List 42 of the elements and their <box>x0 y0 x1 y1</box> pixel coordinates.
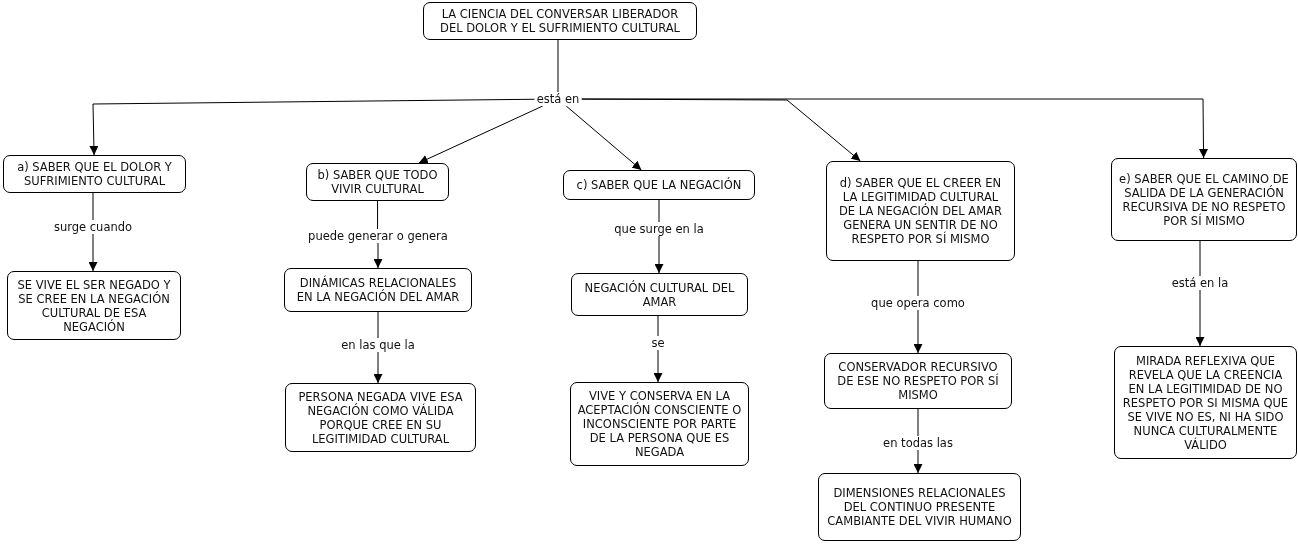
arrow <box>88 233 98 272</box>
linking-phrase: que surge en la <box>612 222 706 236</box>
linking-phrase: surge cuando <box>51 220 135 234</box>
arrow <box>653 349 663 383</box>
arrow <box>580 98 1208 159</box>
linking-phrase: en las que la <box>339 338 417 352</box>
concept-box: b) SABER QUE TODO VIVIR CULTURAL <box>306 163 449 201</box>
concept-box: a) SABER QUE EL DOLOR Y SUFRIMIENTO CULTURAL <box>3 155 186 193</box>
concept-box: LA CIENCIA DEL CONVERSAR LIBERADOR DEL DOLOR Y EL SUFRIMIENTO CULTURAL <box>423 2 697 40</box>
arrow <box>418 105 544 164</box>
arrow <box>1195 289 1205 347</box>
linking-phrase: está en la <box>1169 276 1231 290</box>
arrow <box>373 242 383 269</box>
arrow <box>913 309 923 354</box>
connector-line <box>557 39 559 93</box>
concept-box: e) SABER QUE EL CAMINO DE SALIDA DE LA GENERACIÓN RECURSIVA DE NO RESPETO POR SÍ MISMO <box>1111 158 1297 241</box>
concept-box: DINÁMICAS RELACIONALES EN LA NEGACIÓN DEL AMAR <box>284 268 472 312</box>
arrow <box>654 235 664 274</box>
concept-box: CONSERVADOR RECURSIVO DE ESE NO RESPETO POR SÍ MISMO <box>824 353 1012 409</box>
concept-box: PERSONA NEGADA VIVE ESA NEGACIÓN COMO VÁLIDA PORQUE CREE EN SU LEGITIMIDAD CULTURAL <box>285 383 476 452</box>
connector-line <box>658 199 660 223</box>
concept-box: MIRADA REFLEXIVA QUE REVELA QUE LA CREENCIA EN LA LEGITIMIDAD DE NO RESPETO POR SI MISMA QUE SE VIVE NO ES, NI HA SIDO NUNCA CULTURALMENTE VÁLIDO <box>1114 346 1297 459</box>
concept-box: c) SABER QUE LA NEGACIÓN <box>563 170 755 200</box>
arrow <box>913 449 923 474</box>
concept-box: SE VIVE EL SER NEGADO Y SE CREE EN LA NEGACIÓN CULTURAL DE ESA NEGACIÓN <box>7 271 181 340</box>
arrow <box>373 351 383 384</box>
arrow <box>89 98 536 156</box>
connector-line <box>92 192 94 221</box>
concept-box: DIMENSIONES RELACIONALES DEL CONTINUO PRESENTE CAMBIANTE DEL VIVIR HUMANO <box>818 473 1021 541</box>
arrow <box>565 105 642 171</box>
concept-box: d) SABER QUE EL CREER EN LA LEGITIMIDAD CULTURAL DE LA NEGACIÓN DEL AMAR GENERA UN SENTIR DE NO RESPETO POR SÍ MISMO <box>826 161 1015 261</box>
linking-phrase: en todas las <box>881 436 955 450</box>
concept-box: NEGACIÓN CULTURAL DEL AMAR <box>571 273 748 316</box>
connector-line <box>917 408 919 437</box>
linking-phrase: está en <box>534 92 582 106</box>
connector-line <box>1199 240 1201 277</box>
concept-box: VIVE Y CONSERVA EN LA ACEPTACIÓN CONSCIENTE O INCONSCIENTE POR PARTE DE LA PERSONA QUE ES NEGADA <box>570 382 749 466</box>
connector-line <box>377 200 379 230</box>
connector-line <box>657 315 659 337</box>
connector-line <box>917 260 919 297</box>
connector-line <box>377 311 379 339</box>
linking-phrase: puede generar o genera <box>306 229 450 243</box>
